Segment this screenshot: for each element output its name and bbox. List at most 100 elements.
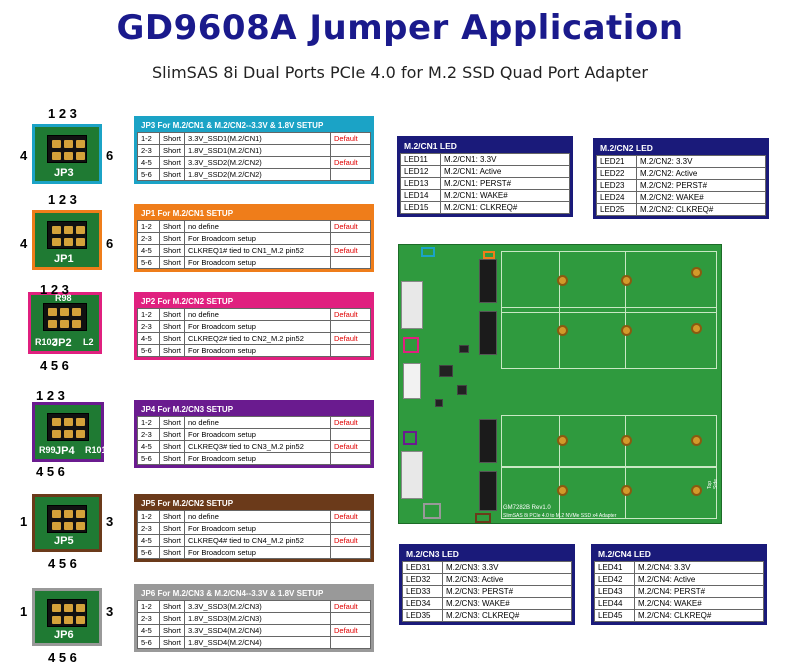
jp3-setup-table: JP3 For M.2/CN1 & M.2/CN2--3.3V & 1.8V S… — [134, 116, 374, 184]
jp4-pin-labels-top: 1 2 3 — [36, 388, 65, 403]
standoff-hole — [557, 275, 568, 286]
desc-cell: no define — [184, 308, 331, 321]
state-cell: Short — [159, 244, 185, 257]
header-pin — [52, 522, 61, 530]
state-cell: Short — [159, 132, 185, 145]
default-cell: Default — [330, 600, 371, 613]
desc-cell: For Broadcom setup — [184, 522, 331, 535]
pins-cell: 2-3 — [137, 428, 160, 441]
jp6-setup-table: JP6 For M.2/CN3 & M.2/CN4--3.3V & 1.8V S… — [134, 584, 374, 652]
header-pin — [72, 320, 81, 328]
default-cell — [330, 168, 371, 181]
jp6-photo: JP6 — [32, 588, 102, 646]
pins-cell: 1-2 — [137, 416, 160, 429]
led-id-cell: LED45 — [594, 609, 635, 622]
jp4-silk-label-2: R99 — [39, 445, 56, 455]
led-id-cell: LED43 — [594, 585, 635, 598]
default-cell — [330, 546, 371, 559]
led-id-cell: LED21 — [596, 155, 637, 168]
led-id-cell: LED11 — [400, 153, 441, 166]
desc-cell: 1.8V_SSD3(M.2/CN3) — [184, 612, 331, 625]
jp2-marker — [403, 337, 419, 353]
m2-connector — [479, 259, 497, 303]
default-cell — [330, 320, 371, 333]
slimsas-connector — [401, 281, 423, 329]
standoff-hole — [557, 435, 568, 446]
desc-cell: CLKREQ4# tied to CN4_M.2 pin52 — [184, 534, 331, 547]
header-pin — [64, 616, 73, 624]
state-cell: Short — [159, 452, 185, 465]
pins-cell: 4-5 — [137, 624, 160, 637]
state-cell: Short — [159, 332, 185, 345]
default-cell — [330, 612, 371, 625]
led-desc-cell: M.2/CN1: WAKE# — [440, 189, 570, 202]
led-id-cell: LED35 — [402, 609, 443, 622]
default-cell — [330, 636, 371, 649]
led-id-cell: LED33 — [402, 585, 443, 598]
default-cell: Default — [330, 416, 371, 429]
state-cell: Short — [159, 636, 185, 649]
header-pin — [64, 604, 73, 612]
chip — [435, 399, 443, 407]
state-cell: Short — [159, 546, 185, 559]
jp5-header — [47, 505, 87, 533]
desc-cell: 3.3V_SSD4(M.2/CN4) — [184, 624, 331, 637]
pins-cell: 5-6 — [137, 546, 160, 559]
cn1-led-header: M.2/CN1 LED — [404, 141, 457, 151]
led-desc-cell: M.2/CN1: 3.3V — [440, 153, 570, 166]
header-pin — [60, 308, 69, 316]
led-desc-cell: M.2/CN2: CLKREQ# — [636, 203, 766, 216]
led-id-cell: LED15 — [400, 201, 441, 214]
jp3-silk-label: JP3 — [54, 167, 74, 179]
jp6-pin-labels-bottom: 4 5 6 — [48, 650, 77, 665]
m2-connector — [479, 419, 497, 463]
power-connector — [403, 363, 421, 399]
desc-cell: 3.3V_SSD1(M.2/CN1) — [184, 132, 331, 145]
led-id-cell: LED25 — [596, 203, 637, 216]
default-cell: Default — [330, 440, 371, 453]
header-pin — [52, 226, 61, 234]
pins-cell: 4-5 — [137, 156, 160, 169]
jp6-table-header: JP6 For M.2/CN3 & M.2/CN4--3.3V & 1.8V S… — [137, 587, 371, 600]
desc-cell: 3.3V_SSD3(M.2/CN3) — [184, 600, 331, 613]
led-id-cell: LED34 — [402, 597, 443, 610]
led-id-cell: LED41 — [594, 561, 635, 574]
header-pin — [64, 430, 73, 438]
pins-cell: 1-2 — [137, 308, 160, 321]
jp2-silk-label-3: L2 — [83, 337, 94, 347]
header-pin — [52, 418, 61, 426]
pins-cell: 1-2 — [137, 510, 160, 523]
desc-cell: 1.8V_SSD4(M.2/CN4) — [184, 636, 331, 649]
led-desc-cell: M.2/CN1: PERST# — [440, 177, 570, 190]
jp4-pin-labels-bottom: 4 5 6 — [36, 464, 65, 479]
page-title: GD9608A Jumper Application — [116, 8, 684, 48]
jp4-marker — [403, 431, 417, 445]
default-cell: Default — [330, 308, 371, 321]
header-pin — [52, 238, 61, 246]
led-desc-cell: M.2/CN4: Active — [634, 573, 764, 586]
default-cell — [330, 344, 371, 357]
m2-slot-cn2 — [501, 307, 717, 369]
jp5-marker — [475, 513, 491, 523]
jp4-silk-label: JP4 — [55, 445, 75, 457]
header-pin — [76, 430, 85, 438]
pins-cell: 4-5 — [137, 534, 160, 547]
